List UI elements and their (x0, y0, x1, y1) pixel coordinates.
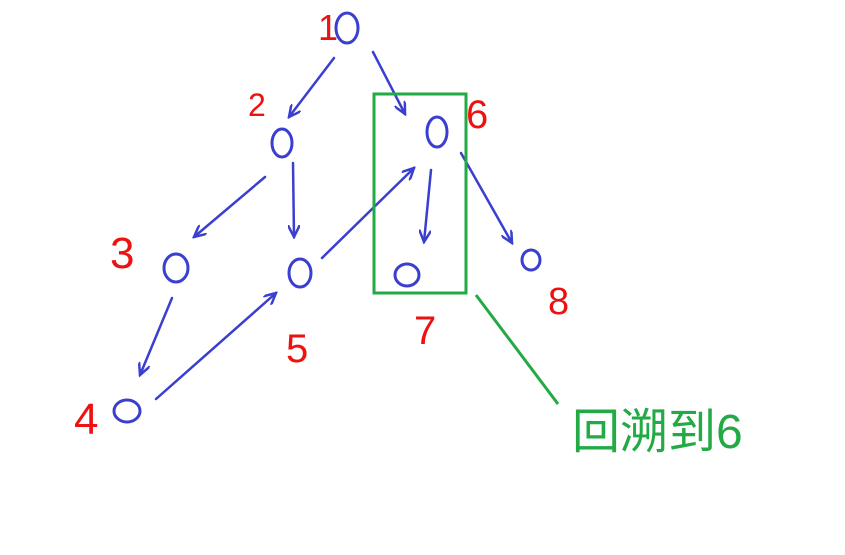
node-label-4: 4 (74, 395, 98, 444)
annotation-text: 回溯到6 (572, 406, 743, 459)
edge-4-to-5 (154, 293, 276, 401)
node-label-8: 8 (548, 281, 569, 323)
node-label-2: 2 (248, 87, 266, 123)
nodes (112, 11, 542, 424)
node-labels: 1 2 3 4 5 6 7 8 (74, 7, 569, 444)
highlight-box (372, 92, 468, 295)
node-label-6: 6 (466, 93, 488, 137)
edge-1-to-2 (289, 56, 336, 117)
node-2 (270, 127, 294, 159)
node-label-7: 7 (414, 309, 436, 353)
node-6 (425, 115, 449, 149)
node-5 (287, 257, 313, 289)
node-label-3: 3 (110, 229, 134, 278)
highlight-annotation: 回溯到6 (372, 92, 743, 459)
edge-3-to-4 (140, 296, 174, 375)
highlight-pointer-line (474, 294, 560, 405)
node-8 (520, 248, 542, 272)
node-1 (334, 11, 360, 45)
edge-2-to-3 (194, 175, 267, 237)
edge-1-to-6 (371, 50, 405, 114)
edge-6-to-7 (424, 168, 433, 242)
edge-2-to-5 (293, 161, 294, 237)
node-3 (162, 252, 190, 284)
edge-5-to-6 (320, 168, 414, 260)
node-4 (112, 398, 142, 424)
edges (140, 50, 512, 401)
node-label-1: 1 (318, 7, 338, 48)
edge-6-to-8 (459, 151, 512, 243)
node-7 (393, 262, 421, 288)
node-label-5: 5 (286, 327, 308, 371)
